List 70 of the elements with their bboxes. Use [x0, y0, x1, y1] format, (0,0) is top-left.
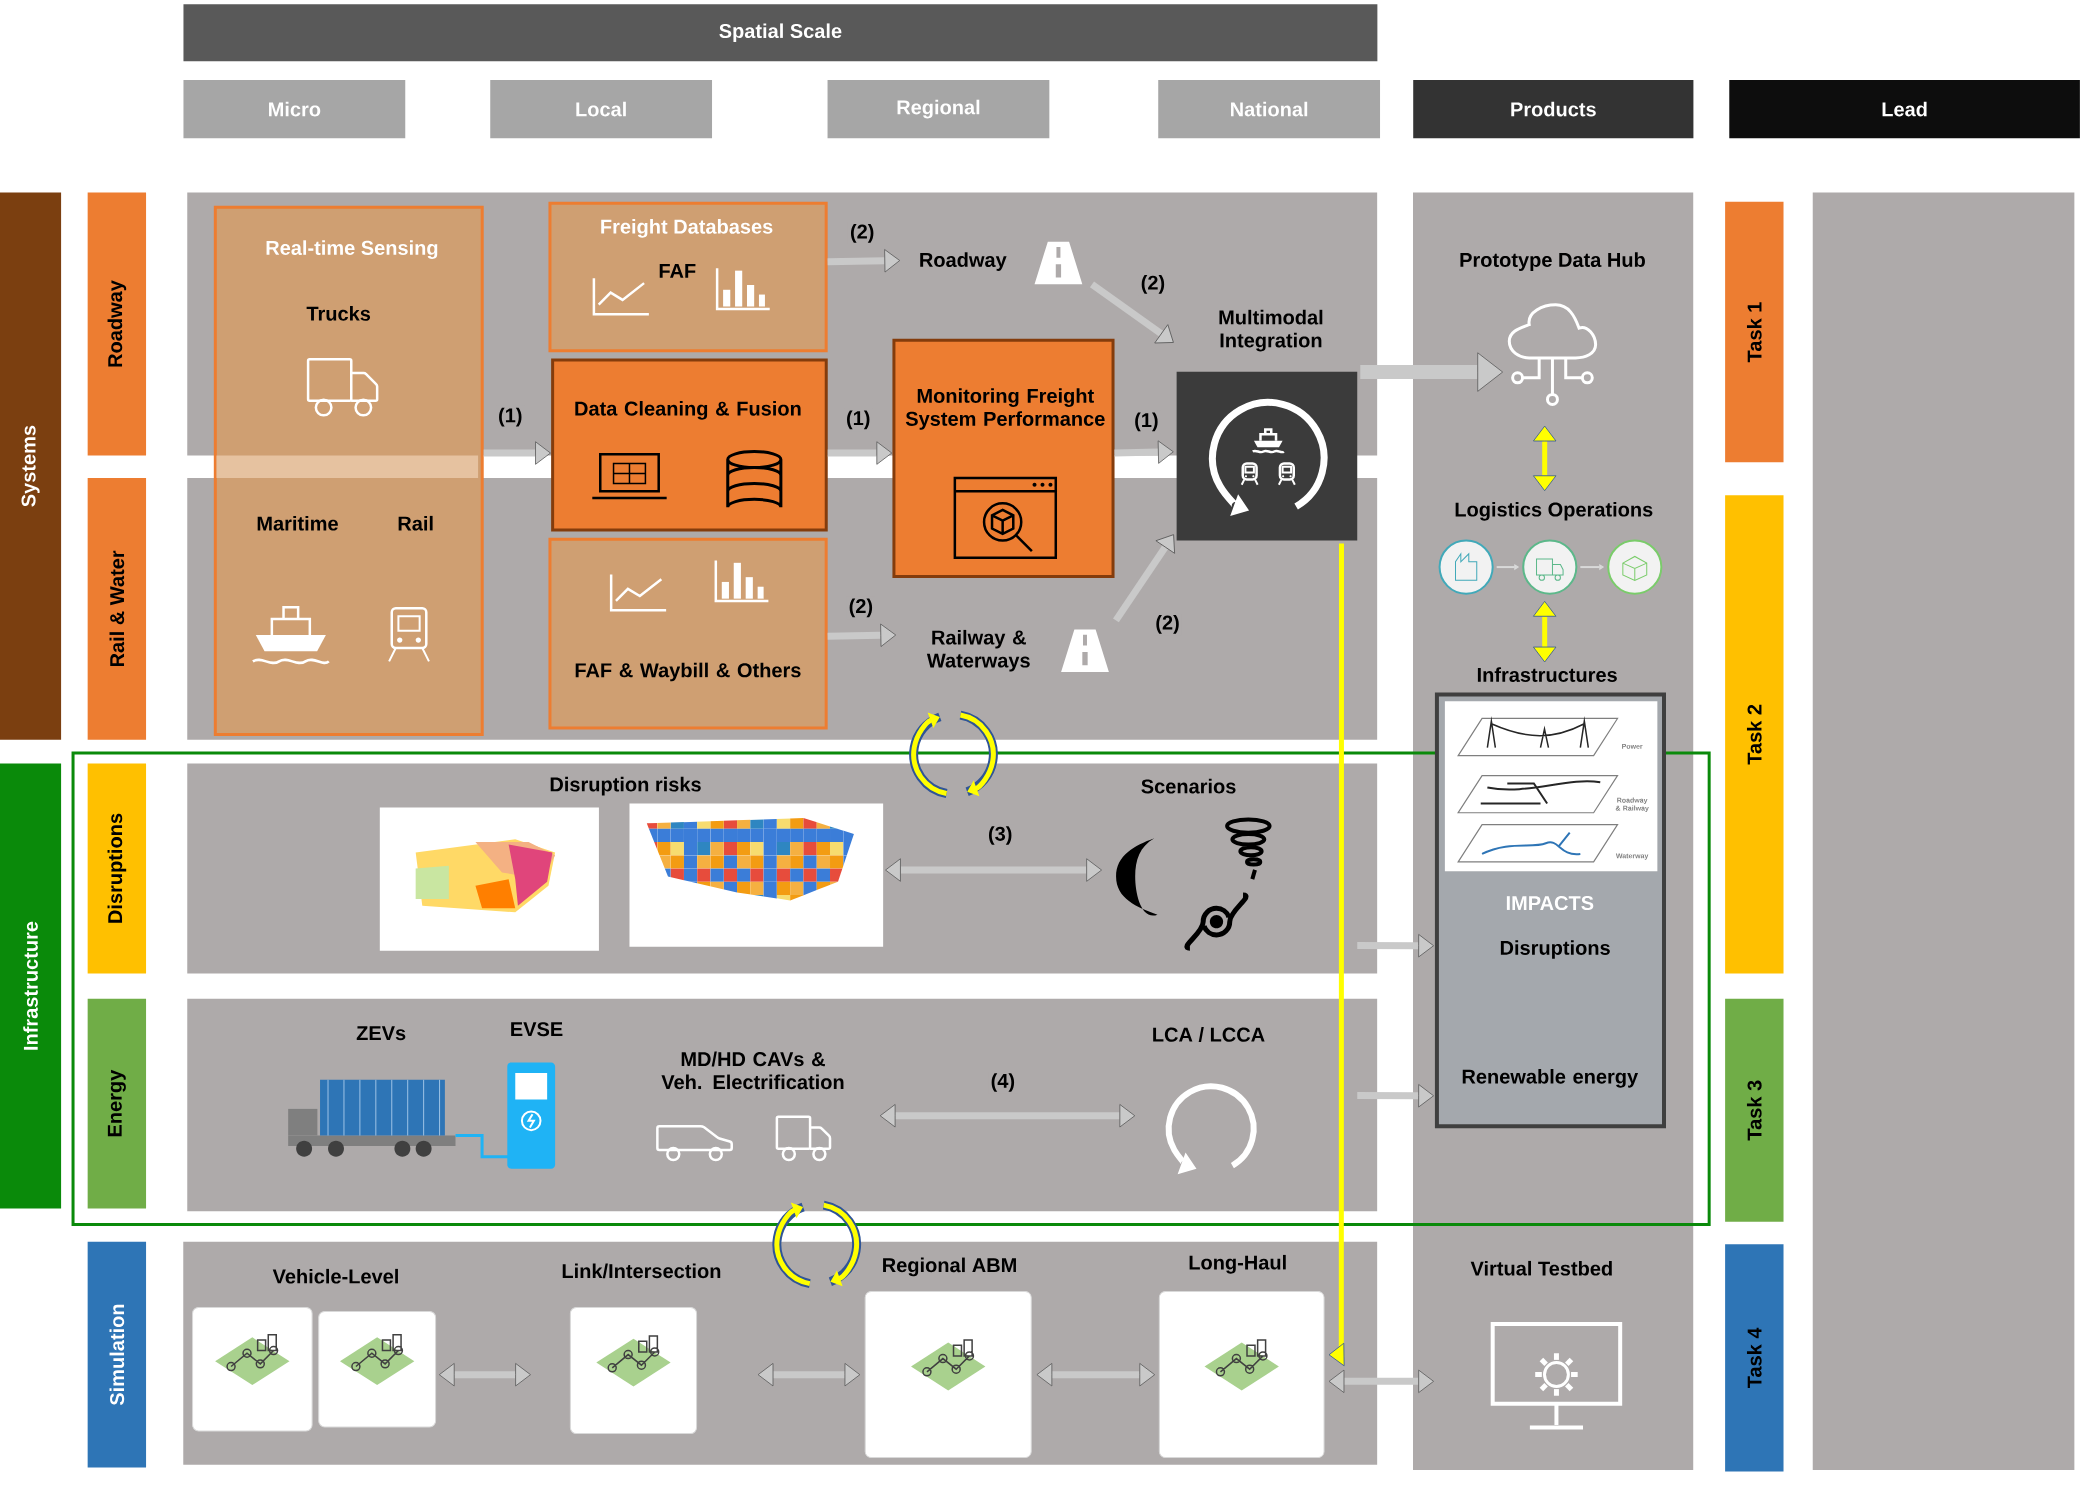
node-label: Renewable energy — [1462, 1068, 1639, 1088]
node-label: IMPACTS — [1506, 895, 1594, 911]
sensing-box: Real-time Sensing Trucks Maritime Rail — [213, 205, 484, 737]
task-label: Task 2 — [1725, 495, 1784, 974]
task-label: Task 4 — [1725, 1244, 1784, 1472]
heading-text: MD/HD CAVs & Veh. Electrification — [661, 1051, 844, 1090]
arrow — [1328, 1369, 1434, 1394]
row-label: Simulation — [87, 1241, 147, 1468]
arrow — [757, 1363, 861, 1387]
arrow — [1114, 440, 1174, 464]
header-bar: National — [1158, 79, 1381, 139]
edge-label: (1) — [1132, 410, 1161, 434]
database-box: Freight Databases FAF — [548, 201, 828, 353]
arrow — [885, 858, 1102, 882]
arrow — [1113, 534, 1175, 623]
heading-text: Roadway — [920, 252, 1007, 271]
heading-text: Prototype Data Hub — [1460, 252, 1645, 271]
edge-label: (2) — [847, 222, 877, 245]
header-bar: Regional — [827, 79, 1050, 139]
heading-text: Logistics Operations — [1455, 501, 1653, 521]
heading-text: Regional ABM — [883, 1257, 1016, 1277]
row-label: Disruptions — [87, 763, 147, 974]
edge-label: (2) — [1153, 613, 1182, 636]
edge-label: (1) — [496, 405, 525, 429]
heading-text: Railway & Waterways — [926, 629, 1030, 672]
edge-label: (4) — [988, 1071, 1018, 1094]
header-bar: Products — [1413, 79, 1694, 139]
heading-text: Link/Intersection — [562, 1263, 721, 1279]
heading-text: Vehicle-Level — [272, 1268, 398, 1284]
database-box: FAF & Waybill & Others — [548, 537, 828, 730]
task-label: Task 3 — [1725, 998, 1784, 1222]
heading-text: LCA / LCCA — [1153, 1027, 1265, 1042]
row-label: Systems — [0, 192, 62, 740]
row-label: Infrastructure — [0, 763, 62, 1209]
task-label: Task 1 — [1725, 201, 1784, 463]
edge-label: (1) — [844, 408, 873, 432]
node-label: Disruptions — [1500, 940, 1610, 959]
header-bar: Local — [490, 79, 713, 139]
arrow — [1036, 1363, 1156, 1387]
arrow — [827, 441, 893, 465]
header-bar: Lead — [1729, 79, 2080, 139]
arrow — [1328, 543, 1347, 1367]
arrow — [1533, 600, 1557, 663]
arrow — [879, 1104, 1136, 1128]
arrow — [483, 441, 551, 465]
arrow — [827, 249, 901, 273]
label-text: EVSE — [511, 1022, 563, 1037]
heading-text: Virtual Testbed — [1470, 1260, 1612, 1276]
row-label: Roadway — [87, 192, 147, 456]
heading-text: Infrastructures — [1477, 667, 1617, 682]
heading-text: Scenarios — [1141, 778, 1236, 794]
edge-label: (3) — [986, 824, 1015, 847]
heading-text: Disruption risks — [550, 776, 701, 796]
label-text: ZEVs — [356, 1026, 406, 1041]
process-box: Monitoring Freight System Performance — [892, 338, 1115, 579]
row-label: Rail & Water — [87, 478, 147, 740]
arrow — [1089, 281, 1174, 344]
heading-text: Long-Haul — [1189, 1254, 1286, 1274]
arrow — [438, 1363, 531, 1387]
arrow — [1357, 1084, 1434, 1108]
header-bar: Spatial Scale — [183, 4, 1378, 62]
arrow — [1533, 425, 1557, 492]
row-label: Energy — [87, 998, 147, 1209]
edge-label: (2) — [1138, 273, 1168, 296]
arrow — [827, 623, 897, 647]
heading-text: Multimodal Integration — [1219, 309, 1323, 352]
arrow — [1360, 352, 1504, 392]
arrow — [1357, 934, 1434, 958]
header-bar: Micro — [183, 79, 406, 139]
process-box: Data Cleaning & Fusion — [551, 358, 828, 532]
